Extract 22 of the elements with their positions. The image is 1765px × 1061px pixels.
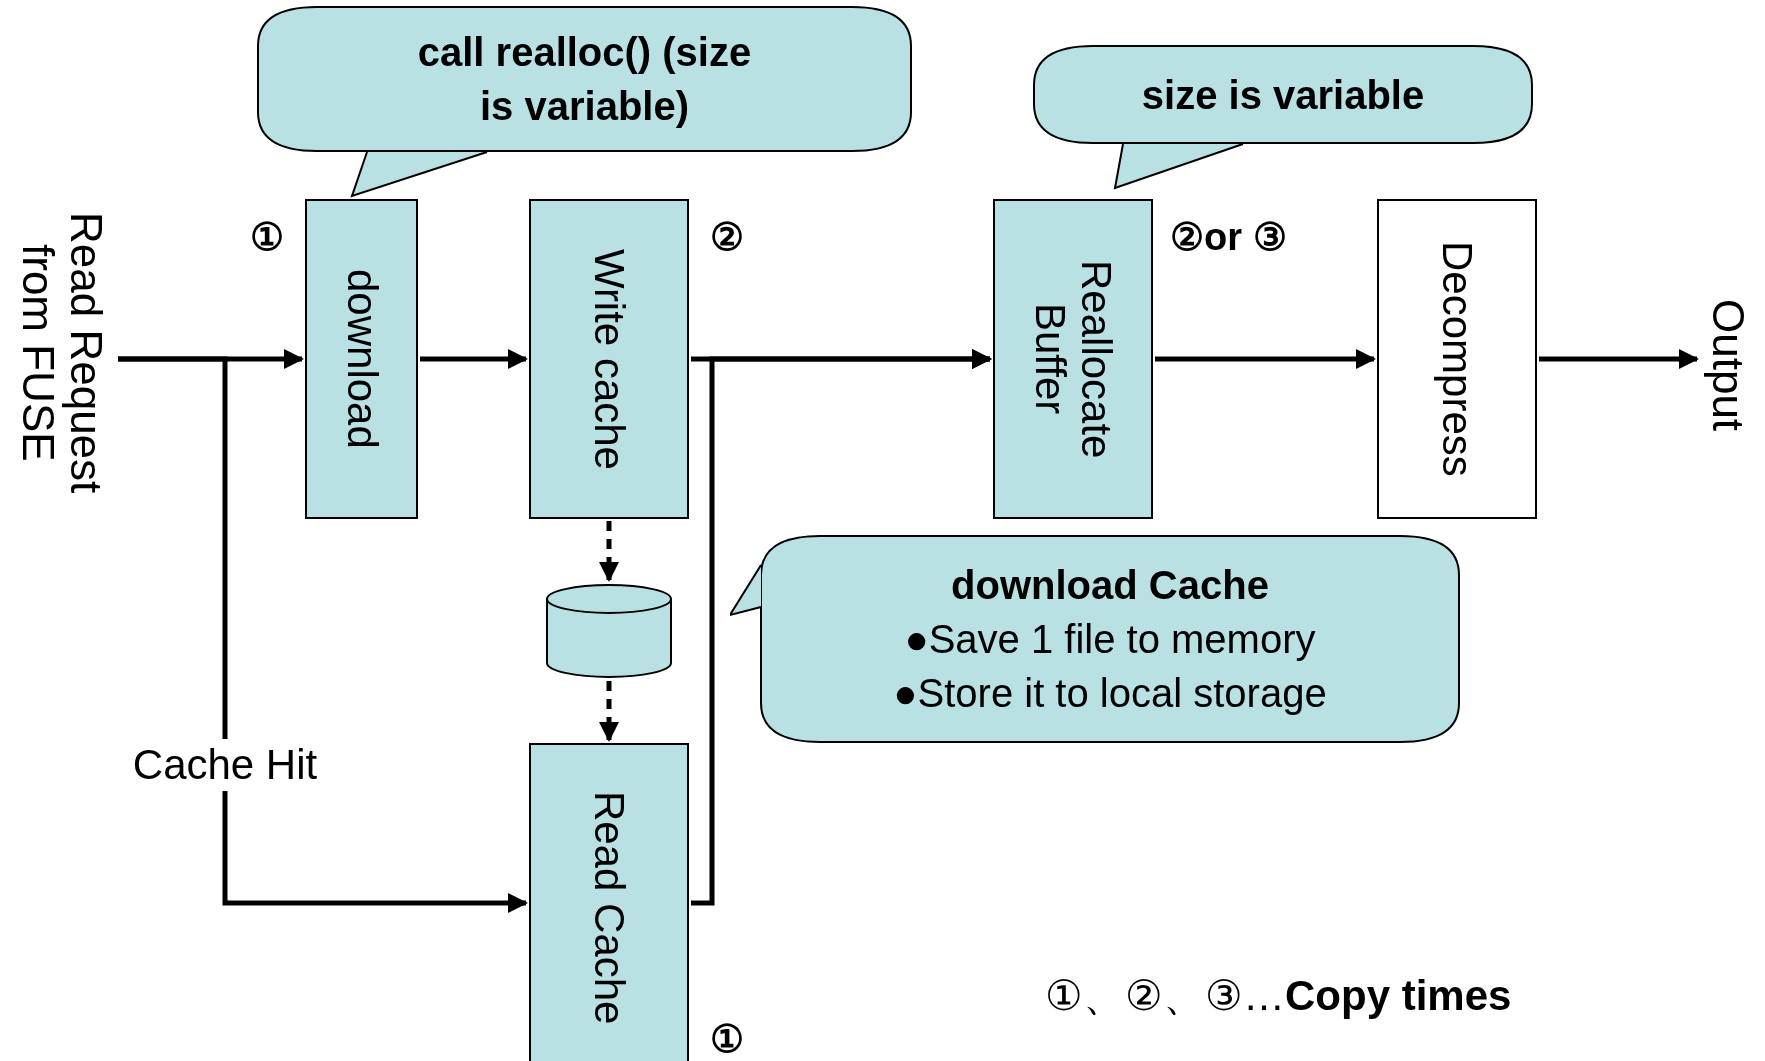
process-box: Decompress <box>1377 199 1537 519</box>
process-box: Reallocate Buffer <box>993 199 1153 519</box>
arrow <box>599 681 619 742</box>
copy-count-label: ②or ③ <box>1170 218 1287 256</box>
arrow <box>420 349 528 369</box>
copy-count-label: ② <box>710 218 744 256</box>
output-text: Output <box>1700 290 1756 440</box>
copy-count-label: ① <box>250 218 284 256</box>
arrow <box>599 521 619 582</box>
callout-text: download Cache <box>951 562 1269 609</box>
request-text: Read Request from FUSE <box>8 200 116 506</box>
arrow <box>1539 349 1699 369</box>
arrow <box>118 356 528 913</box>
copy-count-label: ① <box>710 1020 744 1058</box>
callout-text: size is variable <box>1141 71 1425 119</box>
callout-body-text: ●Save 1 file to memory ●Store it to local storage <box>892 616 1328 717</box>
arrow <box>1155 349 1376 369</box>
callout-text: call realloc() (size is variable) <box>416 29 753 130</box>
process-box: Write cache <box>529 199 689 519</box>
arrow <box>691 349 992 906</box>
process-box: Read Cache <box>529 743 689 1061</box>
note-text: ①、②、③…Copy times <box>1045 971 1512 1021</box>
